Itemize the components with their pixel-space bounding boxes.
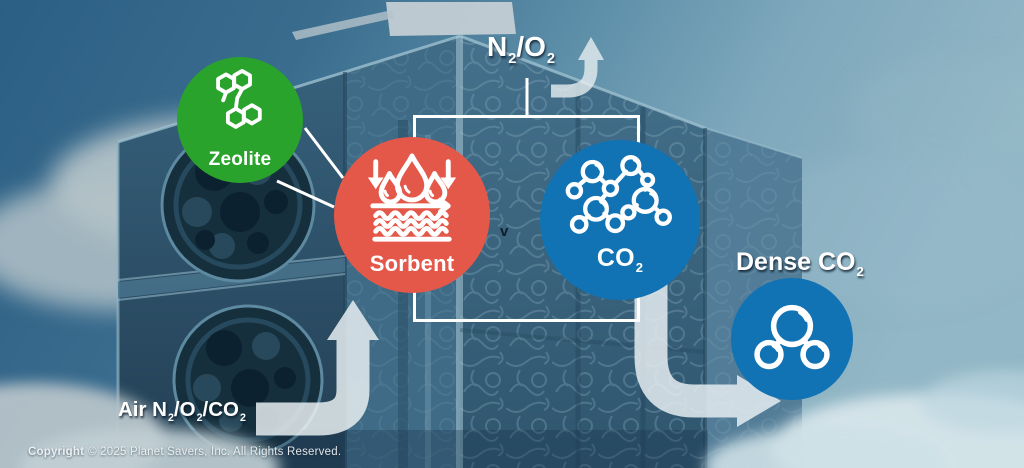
- zeolite-molecule-icon: [216, 68, 262, 129]
- copyright-text: Copyright© 2025 Planet Savers, Inc. All …: [28, 446, 342, 458]
- dense-co2-node: [731, 278, 853, 400]
- valve-marker: v: [500, 223, 509, 240]
- exhaust-label: N2/O2: [487, 31, 555, 67]
- exhaust-arrow-icon: [551, 37, 604, 98]
- dense-co2-label: Dense CO2: [736, 248, 864, 279]
- co2-bubbles-icon: [565, 155, 672, 234]
- intake-label: Air N2/O2/CO2: [118, 398, 246, 424]
- zeolite-label: Zeolite: [208, 149, 272, 170]
- zeolite-node: Zeolite: [177, 57, 303, 183]
- co2-label: CO2: [596, 244, 644, 275]
- zeolite-callout-line-1: [303, 127, 345, 179]
- intake-arrow-icon: [256, 300, 379, 436]
- zeolite-callout-line-2: [276, 179, 335, 209]
- co2-molecule-icon: [754, 304, 830, 370]
- output-arrow-icon: [634, 278, 781, 427]
- sorbent-node: Sorbent: [334, 137, 490, 293]
- droplets-absorbing-icon: [367, 153, 457, 242]
- co2-node: CO2: [540, 140, 700, 300]
- sorbent-label: Sorbent: [369, 251, 455, 276]
